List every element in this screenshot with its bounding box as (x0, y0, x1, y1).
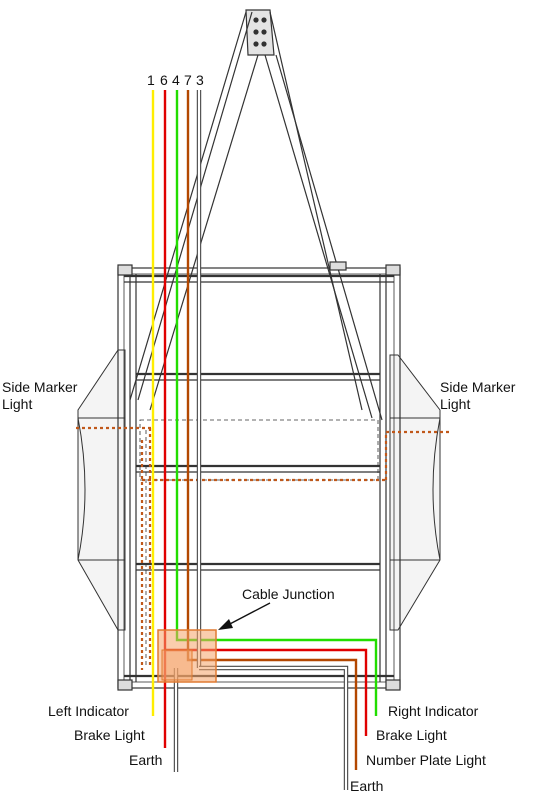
left-indicator-label: Left Indicator (48, 703, 129, 719)
side-marker-wires (76, 426, 452, 670)
wire-number-1: 1 (147, 72, 155, 88)
earth-left-label: Earth (129, 752, 163, 768)
wire-number-4: 4 (172, 72, 180, 88)
wire-number-6: 6 (160, 72, 168, 88)
right-indicator-label: Right Indicator (388, 703, 479, 719)
side-marker-left-line1: Side Marker (2, 379, 78, 395)
wire-number-3: 3 (196, 72, 204, 88)
wire-3-white-right-inner (199, 666, 348, 790)
wire-bundle (151, 90, 378, 790)
earth-right-label: Earth (350, 778, 384, 794)
drawbar (129, 9, 383, 421)
side-marker-left-line2: Light (2, 396, 33, 412)
wire-4-green (175, 90, 378, 716)
side-marker-right-line1: Side Marker (440, 379, 516, 395)
number-plate-light-label: Number Plate Light (366, 752, 486, 768)
brake-light-left-label: Brake Light (74, 727, 145, 743)
cable-junction-box (157, 629, 217, 683)
side-marker-left-label: Side Marker Light (2, 379, 77, 413)
brake-light-right-label: Brake Light (376, 727, 447, 743)
cable-junction-label: Cable Junction (242, 586, 335, 602)
wire-7-brown (186, 90, 358, 770)
cable-junction-arrow (218, 602, 271, 630)
wire-number-7: 7 (184, 72, 192, 88)
side-marker-housing-right (389, 354, 441, 631)
wire-6-red-right (165, 648, 368, 736)
wire-3-white-right (199, 665, 349, 790)
side-marker-right-line2: Light (440, 396, 471, 412)
side-marker-right-label: Side Marker Light (440, 379, 515, 413)
